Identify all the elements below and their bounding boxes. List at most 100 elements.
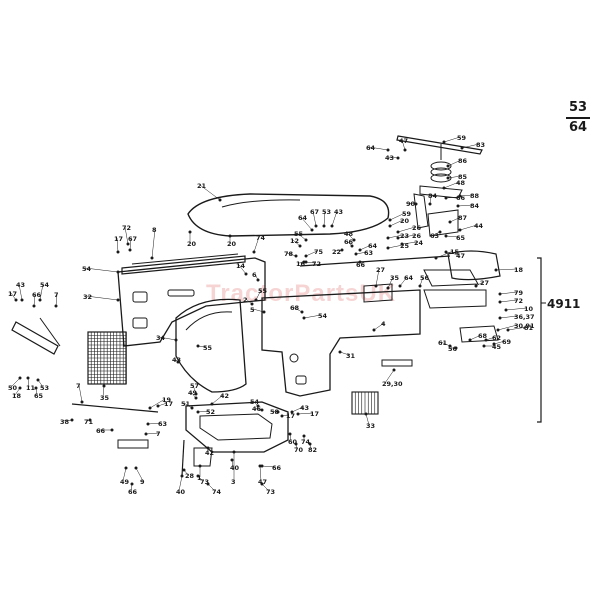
callout-c45: 45 bbox=[482, 343, 502, 351]
callout-label: 59 bbox=[457, 134, 467, 142]
callout-c63c: 63 bbox=[146, 420, 167, 428]
panel-window-left-2 bbox=[132, 317, 148, 329]
callout-c66c: 66 bbox=[356, 260, 366, 269]
rear-tray bbox=[423, 269, 479, 287]
callout-c54c: 54 bbox=[302, 312, 328, 320]
callout-c4: 4 bbox=[372, 320, 386, 332]
callout-c21: 21 bbox=[197, 182, 222, 202]
callout-c7c: 7 bbox=[144, 430, 161, 438]
callout-c12: 12 bbox=[290, 237, 302, 248]
callout-label: 63 bbox=[158, 420, 167, 428]
roof-canopy-ridge bbox=[221, 199, 301, 208]
callout-c68b: 68 bbox=[468, 332, 488, 342]
callout-label: 47 bbox=[456, 252, 465, 260]
callout-label: 54 bbox=[40, 281, 50, 289]
badge bbox=[381, 359, 413, 367]
fender-left-arc bbox=[185, 311, 233, 331]
callout-c9: 9 bbox=[134, 466, 145, 486]
callout-c20c: 20 bbox=[388, 217, 410, 228]
callout-c16: 16 bbox=[296, 260, 308, 268]
callout-c35b: 35 bbox=[100, 384, 110, 402]
handle-box bbox=[447, 250, 501, 281]
callout-c57: 57 bbox=[190, 382, 199, 396]
callout-c75: 75 bbox=[304, 248, 324, 258]
callout-label: 79 bbox=[514, 289, 524, 297]
callout-c86: 86 bbox=[446, 157, 468, 168]
callout-label: 72 bbox=[514, 297, 523, 305]
rail-left-inner bbox=[131, 253, 239, 265]
callout-label: 66 bbox=[96, 427, 106, 435]
callout-label: 17 bbox=[8, 290, 17, 298]
callout-c73a: 73 bbox=[196, 474, 209, 486]
callout-c34: 34 bbox=[156, 334, 178, 342]
callout-c17c: 17 bbox=[296, 410, 319, 418]
callout-label: 52 bbox=[206, 408, 215, 416]
callout-c67a: 67 bbox=[128, 235, 137, 252]
callout-c26a: 26 bbox=[396, 224, 422, 234]
callout-label: 60 bbox=[288, 438, 298, 446]
callout-c66e: 66 bbox=[128, 482, 138, 496]
callout-c49a: 49 bbox=[188, 389, 198, 400]
callout-label: 11 bbox=[26, 384, 36, 392]
callout-c14: 14 bbox=[236, 262, 248, 276]
callout-c55a: 55 bbox=[294, 230, 308, 242]
mount-plate bbox=[193, 447, 213, 467]
callout-label: 2 bbox=[243, 296, 248, 304]
callout-label: 26 bbox=[412, 232, 422, 240]
callout-c48a: 48 bbox=[442, 179, 466, 190]
callout-c3: 3 bbox=[231, 450, 236, 486]
floor-tray bbox=[185, 401, 289, 453]
callout-c46: 46 bbox=[252, 405, 264, 413]
callout-label: 48 bbox=[456, 179, 466, 187]
callout-label: 68 bbox=[478, 332, 488, 340]
callout-label: 65 bbox=[34, 392, 44, 400]
pivot-bracket-2 bbox=[427, 209, 459, 237]
pivot-spring bbox=[430, 161, 452, 171]
callout-label: 47 bbox=[399, 137, 408, 145]
callout-label: 63 bbox=[364, 249, 373, 257]
callout-label: 53 bbox=[40, 384, 49, 392]
callout-c20a: 20 bbox=[187, 230, 197, 248]
grille-mesh bbox=[87, 331, 127, 385]
callout-c70: 70 bbox=[294, 442, 304, 454]
callout-c66a: 66 bbox=[444, 194, 466, 202]
callout-c43e: 43 bbox=[290, 404, 309, 414]
group-number: 4911 bbox=[547, 297, 581, 311]
callout-label: 54 bbox=[82, 265, 92, 273]
callout-c56b: 56 bbox=[448, 345, 458, 353]
callout-label: 51 bbox=[181, 400, 191, 408]
callout-label: 5 bbox=[250, 306, 255, 314]
callout-c33: 33 bbox=[364, 412, 375, 430]
callout-c60: 60 bbox=[288, 432, 298, 446]
callout-label: 54 bbox=[250, 398, 260, 406]
callout-label: 54 bbox=[318, 312, 328, 320]
callout-label: 83 bbox=[476, 141, 485, 149]
callout-c65b: 65 bbox=[34, 386, 44, 400]
callout-c49b: 49 bbox=[120, 466, 130, 486]
callout-label: 50 bbox=[8, 384, 18, 392]
callout-c18: 18 bbox=[494, 266, 524, 274]
callout-c55b: 55 bbox=[254, 287, 268, 302]
callout-c67b: 67 bbox=[310, 208, 319, 228]
callout-label: 6 bbox=[252, 271, 257, 279]
callout-label: 66 bbox=[456, 194, 466, 202]
callout-label: 35 bbox=[390, 274, 400, 282]
callout-c66f: 66 bbox=[96, 427, 114, 435]
roof-canopy bbox=[187, 193, 390, 237]
callout-label: 1 bbox=[197, 474, 202, 482]
callout-c17d: 17 bbox=[156, 400, 173, 408]
callout-c54d: 54 bbox=[250, 398, 260, 408]
callout-label: 3 bbox=[231, 478, 236, 486]
callout-label: 17 bbox=[114, 235, 123, 243]
callout-label: 78 bbox=[284, 250, 294, 258]
callout-c71: 71 bbox=[84, 418, 94, 426]
callout-c31: 31 bbox=[338, 350, 356, 360]
callout-label: 81 bbox=[524, 324, 534, 332]
callout-label: 43 bbox=[334, 208, 343, 216]
callout-label: 25 bbox=[400, 242, 410, 250]
callout-c25: 25 bbox=[386, 242, 410, 250]
callout-c84a: 84 bbox=[456, 202, 480, 210]
callout-label: 27 bbox=[376, 266, 385, 274]
callout-c10: 10 bbox=[504, 305, 534, 313]
callout-label: 15 bbox=[450, 248, 460, 256]
